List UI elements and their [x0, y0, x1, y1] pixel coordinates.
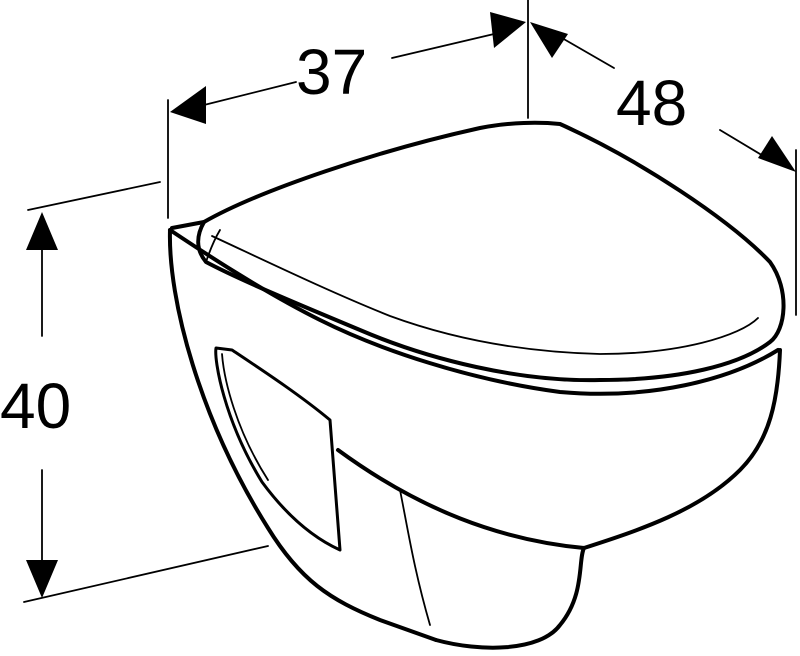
height-value: 40	[0, 370, 71, 442]
toilet-body	[167, 220, 782, 650]
depth-value: 48	[616, 67, 687, 139]
wall-recess	[214, 346, 342, 552]
width-dim-line-left	[199, 81, 297, 107]
dimension-height: 40	[0, 181, 269, 603]
width-arrow-left	[170, 86, 206, 124]
width-dim-line-right	[391, 33, 495, 59]
width-arrow-right	[490, 12, 526, 48]
dimension-depth: 48	[530, 22, 797, 316]
height-arrow-top	[26, 212, 58, 250]
bowl-underside	[336, 448, 586, 626]
width-value: 37	[296, 36, 367, 108]
depth-arrow-top	[530, 22, 568, 58]
dimension-width: 37	[167, 0, 529, 219]
height-extension-top	[27, 181, 161, 211]
height-extension-bottom	[23, 545, 269, 603]
depth-arrow-bottom	[758, 136, 796, 172]
toilet-seat-lid	[196, 120, 786, 383]
depth-dim-line-top	[561, 37, 615, 69]
height-arrow-bottom	[26, 560, 58, 598]
